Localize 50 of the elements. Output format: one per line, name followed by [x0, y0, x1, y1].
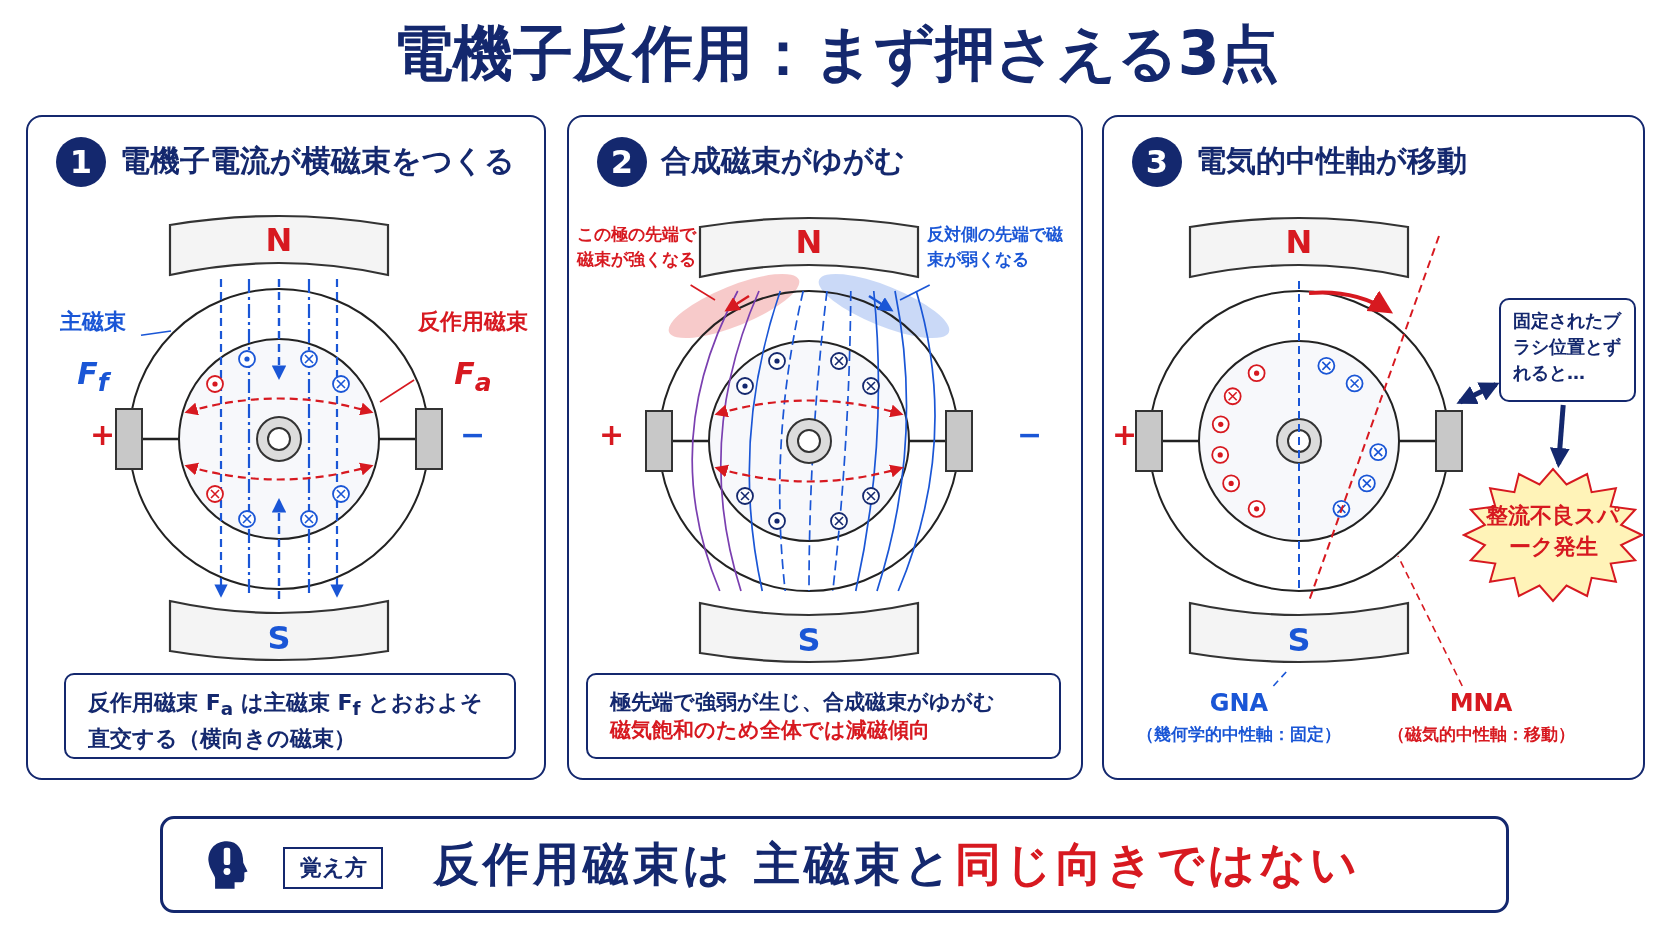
panel-heading: 合成磁束がゆがむ	[661, 142, 905, 180]
summary-banner	[160, 816, 1509, 913]
callout-text: この極の先端で磁束が強くなる	[577, 222, 697, 282]
flux-label: 主磁束	[59, 308, 127, 336]
panel-heading: 電気的中性軸が移動	[1196, 142, 1467, 180]
pole-letter: S	[1286, 621, 1312, 659]
polarity-sign: +	[1112, 417, 1138, 452]
pole-letter: S	[796, 621, 822, 659]
starburst-callout	[1462, 467, 1644, 603]
leader-line	[689, 284, 716, 301]
panel-card	[26, 115, 546, 780]
axis-description: （磁気的中性軸：移動）	[1386, 723, 1576, 746]
leader-line	[1272, 670, 1288, 687]
page-title: 電機子反作用：まず押さえる3点	[391, 17, 1281, 90]
step-number-badge: 2	[597, 137, 647, 187]
note-warning: 磁気飽和のため全体では減磁傾向	[610, 717, 931, 744]
pole-letter: N	[1284, 223, 1314, 261]
summary-text: 反作用磁束は 主磁束と	[433, 836, 955, 893]
flux-symbol: F$_{a}$	[454, 356, 492, 397]
axis-name: GNA	[1208, 689, 1270, 717]
step-number-badge: 1	[56, 137, 106, 187]
note-box	[586, 673, 1061, 759]
polarity-sign: +	[90, 417, 116, 452]
leader-line	[379, 379, 415, 403]
leader-line	[140, 330, 172, 336]
leader-line	[899, 284, 931, 301]
callout-text: 反対側の先端で磁束が弱くなる	[927, 222, 1063, 282]
note-text: 極先端で強弱が生じ、合成磁束がゆがむ	[610, 689, 996, 716]
flux-symbol: F$_{f}$	[77, 356, 109, 397]
note-box: 反作用磁束 F$_{a}$ は主磁束 F$_{f}$ とおおよそ直交する（横向きの磁束）	[64, 673, 516, 759]
panel-card	[567, 115, 1083, 780]
flux-label: 反作用磁束	[417, 308, 529, 336]
pole-letter: N	[794, 223, 824, 261]
polarity-sign: −	[1017, 417, 1043, 452]
panel-card	[1102, 115, 1645, 780]
polarity-sign: +	[599, 417, 625, 452]
warning-text: 整流不良スパーク発生	[1485, 502, 1621, 561]
polarity-sign: −	[460, 417, 486, 452]
axis-name: MNA	[1448, 689, 1514, 717]
double-arrow	[1456, 382, 1500, 405]
axis-description: （幾何学的中性軸：固定）	[1136, 723, 1342, 746]
memo-tag: 覚え方	[283, 847, 383, 889]
summary-highlight: 同じ向きではない	[955, 836, 1361, 893]
pole-letter: N	[264, 221, 294, 259]
callout-box: 固定されたブラシ位置とずれると…	[1499, 298, 1636, 402]
pole-letter: S	[266, 619, 292, 657]
panel-heading: 電機子電流が横磁束をつくる	[120, 142, 515, 180]
step-number-badge: 3	[1132, 137, 1182, 187]
leader-line	[1397, 555, 1463, 687]
arrow	[1549, 404, 1570, 468]
